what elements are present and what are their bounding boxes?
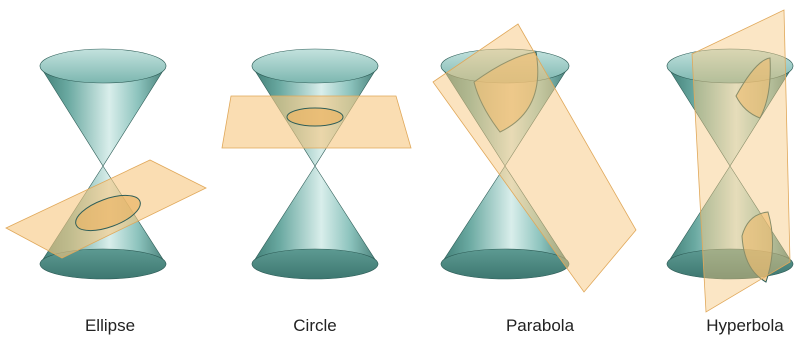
cone-top (251, 48, 379, 84)
hyperbola-illustration (666, 9, 794, 313)
ellipse-illustration (5, 48, 207, 280)
caption-circle: Circle (293, 316, 337, 335)
cutting-plane (432, 23, 637, 293)
circle-section (286, 107, 344, 127)
cutting-plane (691, 9, 791, 313)
circle-illustration (221, 48, 412, 280)
caption-hyperbola: Hyperbola (706, 316, 784, 335)
caption-ellipse: Ellipse (84, 316, 136, 335)
ellipse-section (75, 194, 141, 232)
hyperbola-lower-branch (741, 211, 774, 283)
hyperbola-upper-branch (735, 57, 771, 119)
caption-parabola: Parabola (505, 316, 575, 335)
parabola-illustration (432, 23, 637, 293)
